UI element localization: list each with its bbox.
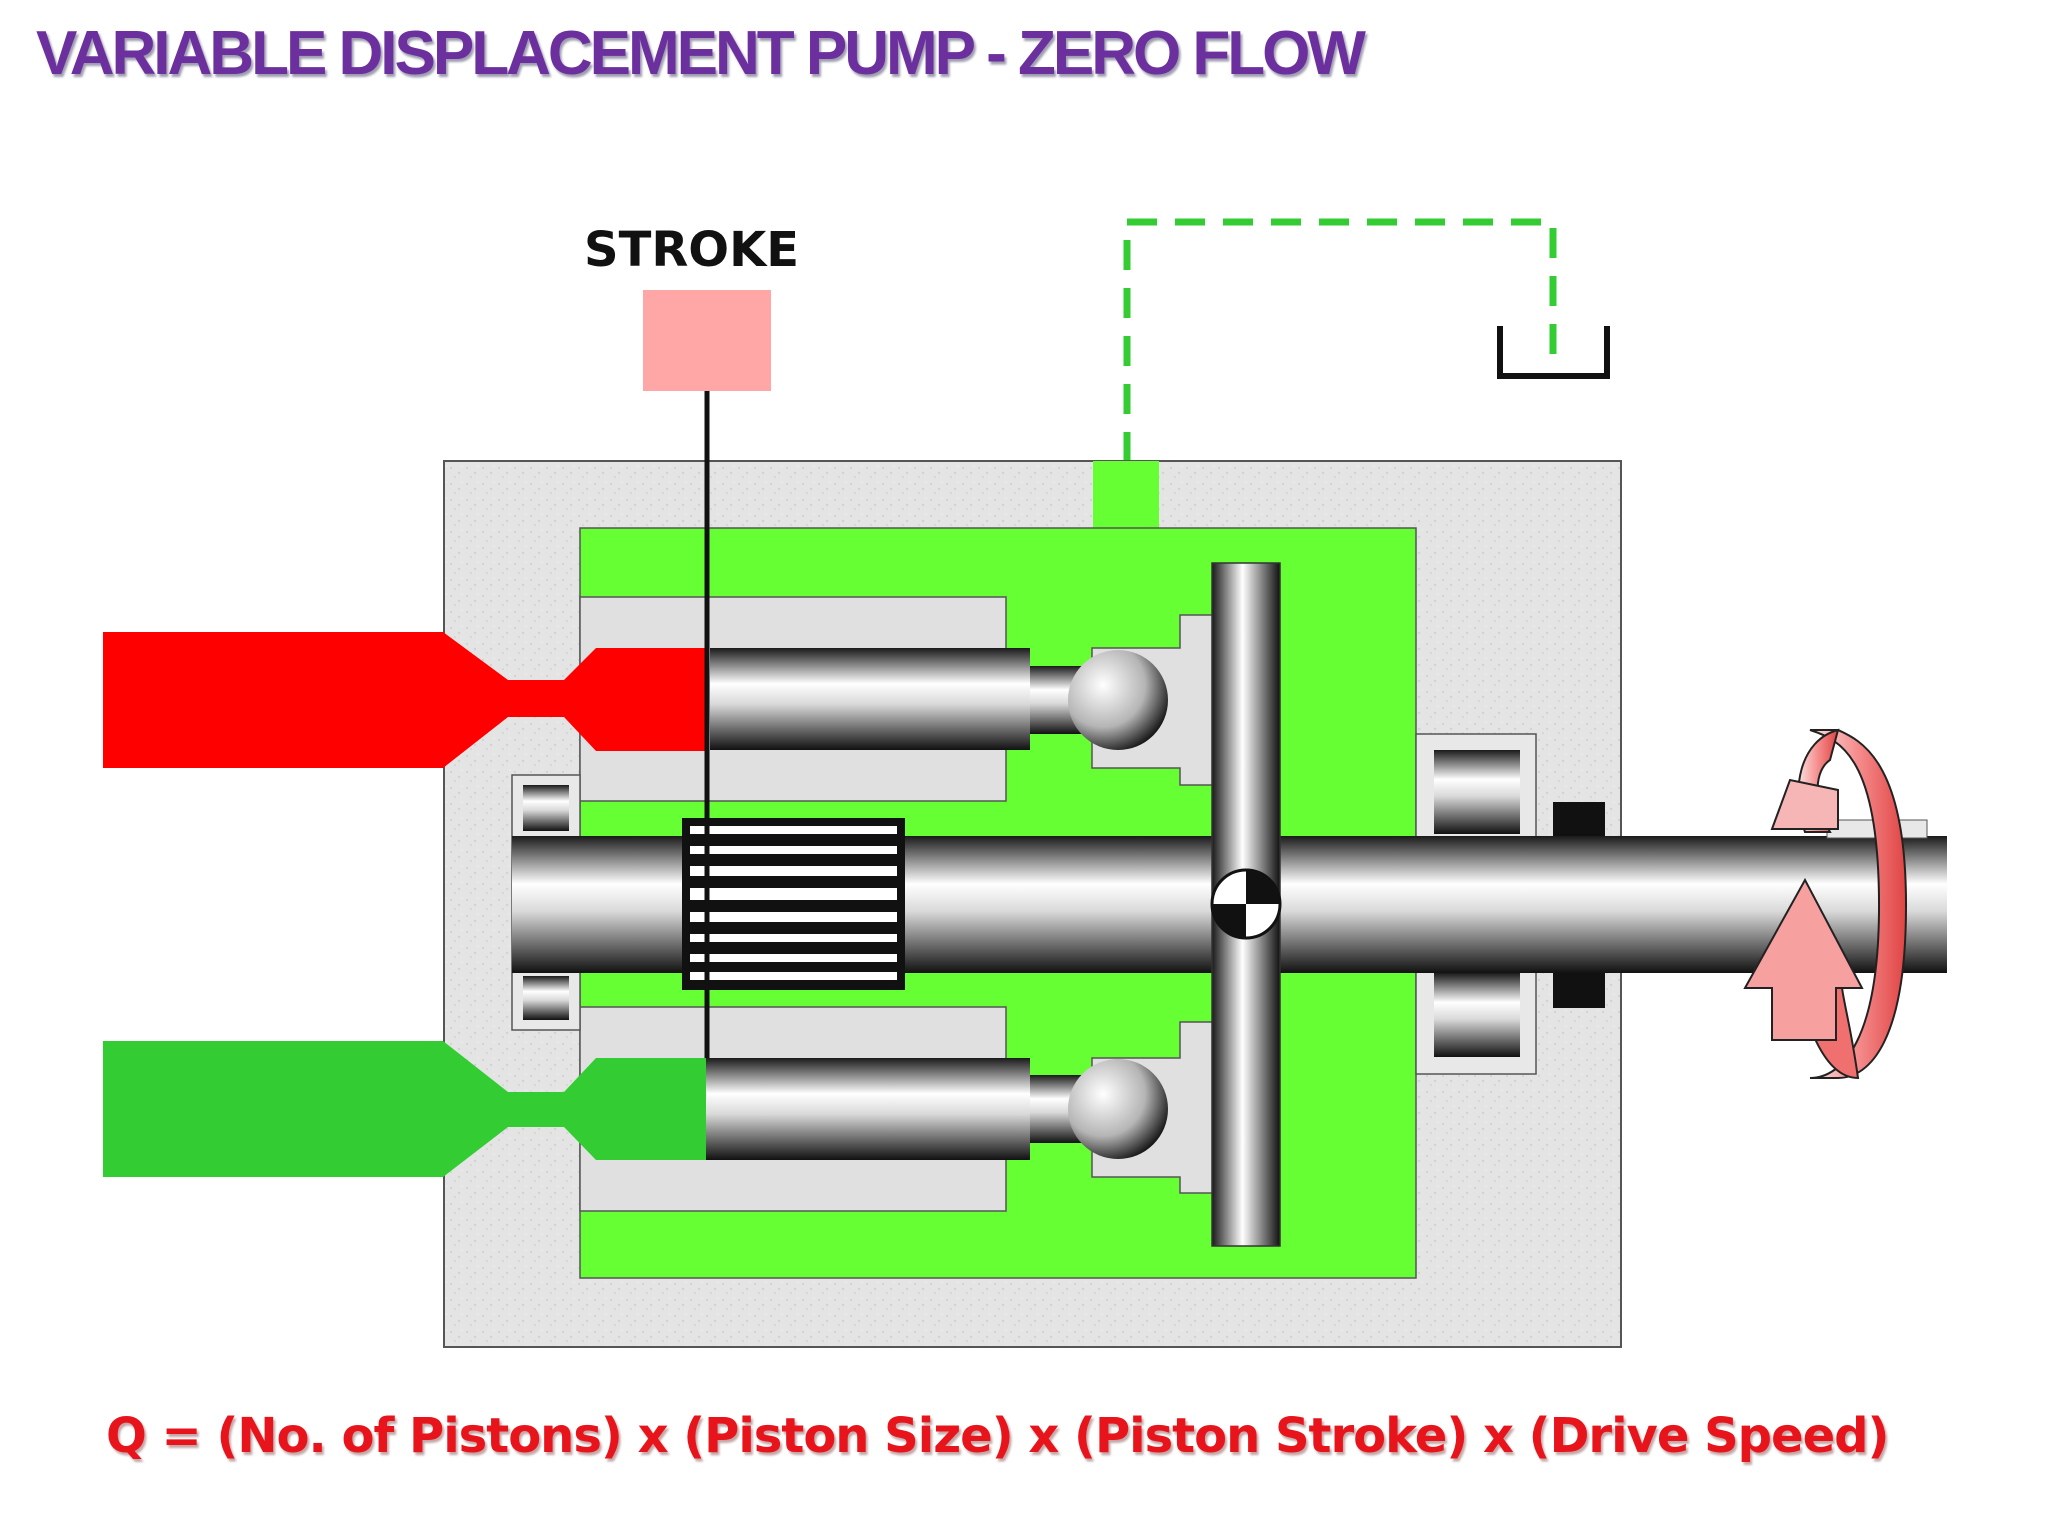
- piston-ball-lower: [1068, 1059, 1168, 1159]
- tank-icon: [1497, 326, 1610, 379]
- rear-bearing-lower: [523, 976, 569, 1020]
- rear-bearing-upper: [523, 785, 569, 831]
- front-bearing-lower: [1434, 973, 1520, 1057]
- piston-lower: [706, 1058, 1030, 1160]
- drive-shaft-rear: [512, 836, 682, 973]
- shaft-seal-upper: [1553, 802, 1605, 838]
- stroke-label: STROKE: [584, 222, 800, 278]
- drain-port: [1093, 461, 1159, 529]
- pressure-outlet-line: [103, 632, 706, 768]
- shaft-splines: [682, 818, 905, 990]
- front-bearing-upper: [1434, 750, 1520, 834]
- center-of-rotation-icon: [1210, 868, 1282, 940]
- slide-title: VARIABLE DISPLACEMENT PUMP - ZERO FLOW: [36, 19, 1366, 88]
- suction-inlet-line: [103, 1041, 706, 1177]
- case-drain-line: [1123, 218, 1557, 462]
- piston-upper: [710, 648, 1030, 750]
- curved-rotation-arrow-icon: [1743, 728, 1908, 1080]
- shaft-seal-lower: [1553, 972, 1605, 1008]
- piston-ball-upper: [1068, 650, 1168, 750]
- stroke-control-block: [643, 290, 771, 391]
- flow-formula: Q = (No. of Pistons) x (Piston Size) x (…: [106, 1408, 1889, 1464]
